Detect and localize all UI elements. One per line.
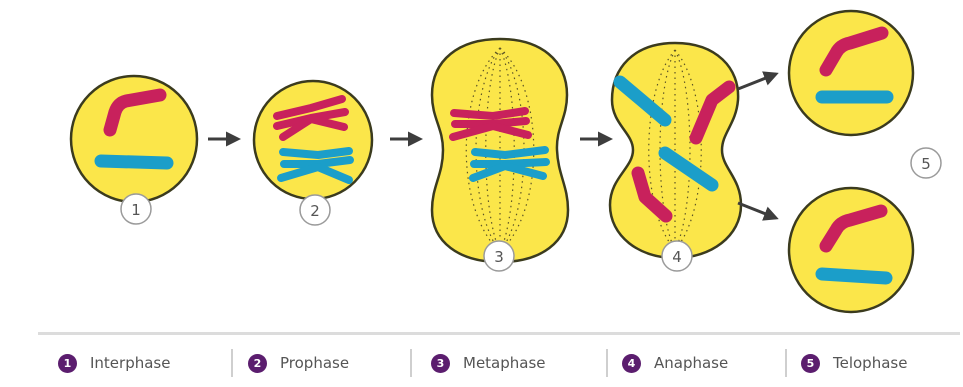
phase-legend: 1 Interphase 2 Prophase 3 Metaphase 4 An… [0,343,963,383]
arrow-4-to-5-top [738,74,776,89]
legend-label-interphase: Interphase [90,354,170,372]
legend-badge-4: 4 [622,354,641,373]
metaphase-cell: 3 [432,39,568,271]
legend-item-prophase: 2 Prophase [248,350,349,376]
legend-badge-1: 1 [58,354,77,373]
legend-separator [231,349,233,377]
arrow-4-to-5-bottom [738,203,776,218]
mitosis-diagram: 1 2 [0,0,963,320]
stage-5-number: 5 [921,155,931,173]
legend-label-anaphase: Anaphase [654,354,728,372]
stage-3-number: 3 [494,248,504,266]
anaphase-cell: 4 [610,43,741,271]
legend-separator [606,349,608,377]
legend-item-telophase: 5 Telophase [801,350,907,376]
legend-separator [785,349,787,377]
legend-separator [410,349,412,377]
legend-divider [38,332,960,335]
legend-label-metaphase: Metaphase [463,354,546,372]
legend-item-metaphase: 3 Metaphase [431,350,546,376]
legend-label-telophase: Telophase [833,354,907,372]
telophase-top-cell [789,11,913,135]
stage-1-number: 1 [131,201,141,219]
legend-item-interphase: 1 Interphase [58,350,170,376]
stage-2-number: 2 [310,202,320,220]
interphase-cell: 1 [71,76,197,224]
legend-item-anaphase: 4 Anaphase [622,350,728,376]
legend-badge-2: 2 [248,354,267,373]
prophase-cell: 2 [254,81,372,225]
legend-label-prophase: Prophase [280,354,349,372]
legend-badge-3: 3 [431,354,450,373]
stage-4-number: 4 [672,248,682,266]
telophase-bottom-cell [789,188,913,312]
legend-badge-5: 5 [801,354,820,373]
